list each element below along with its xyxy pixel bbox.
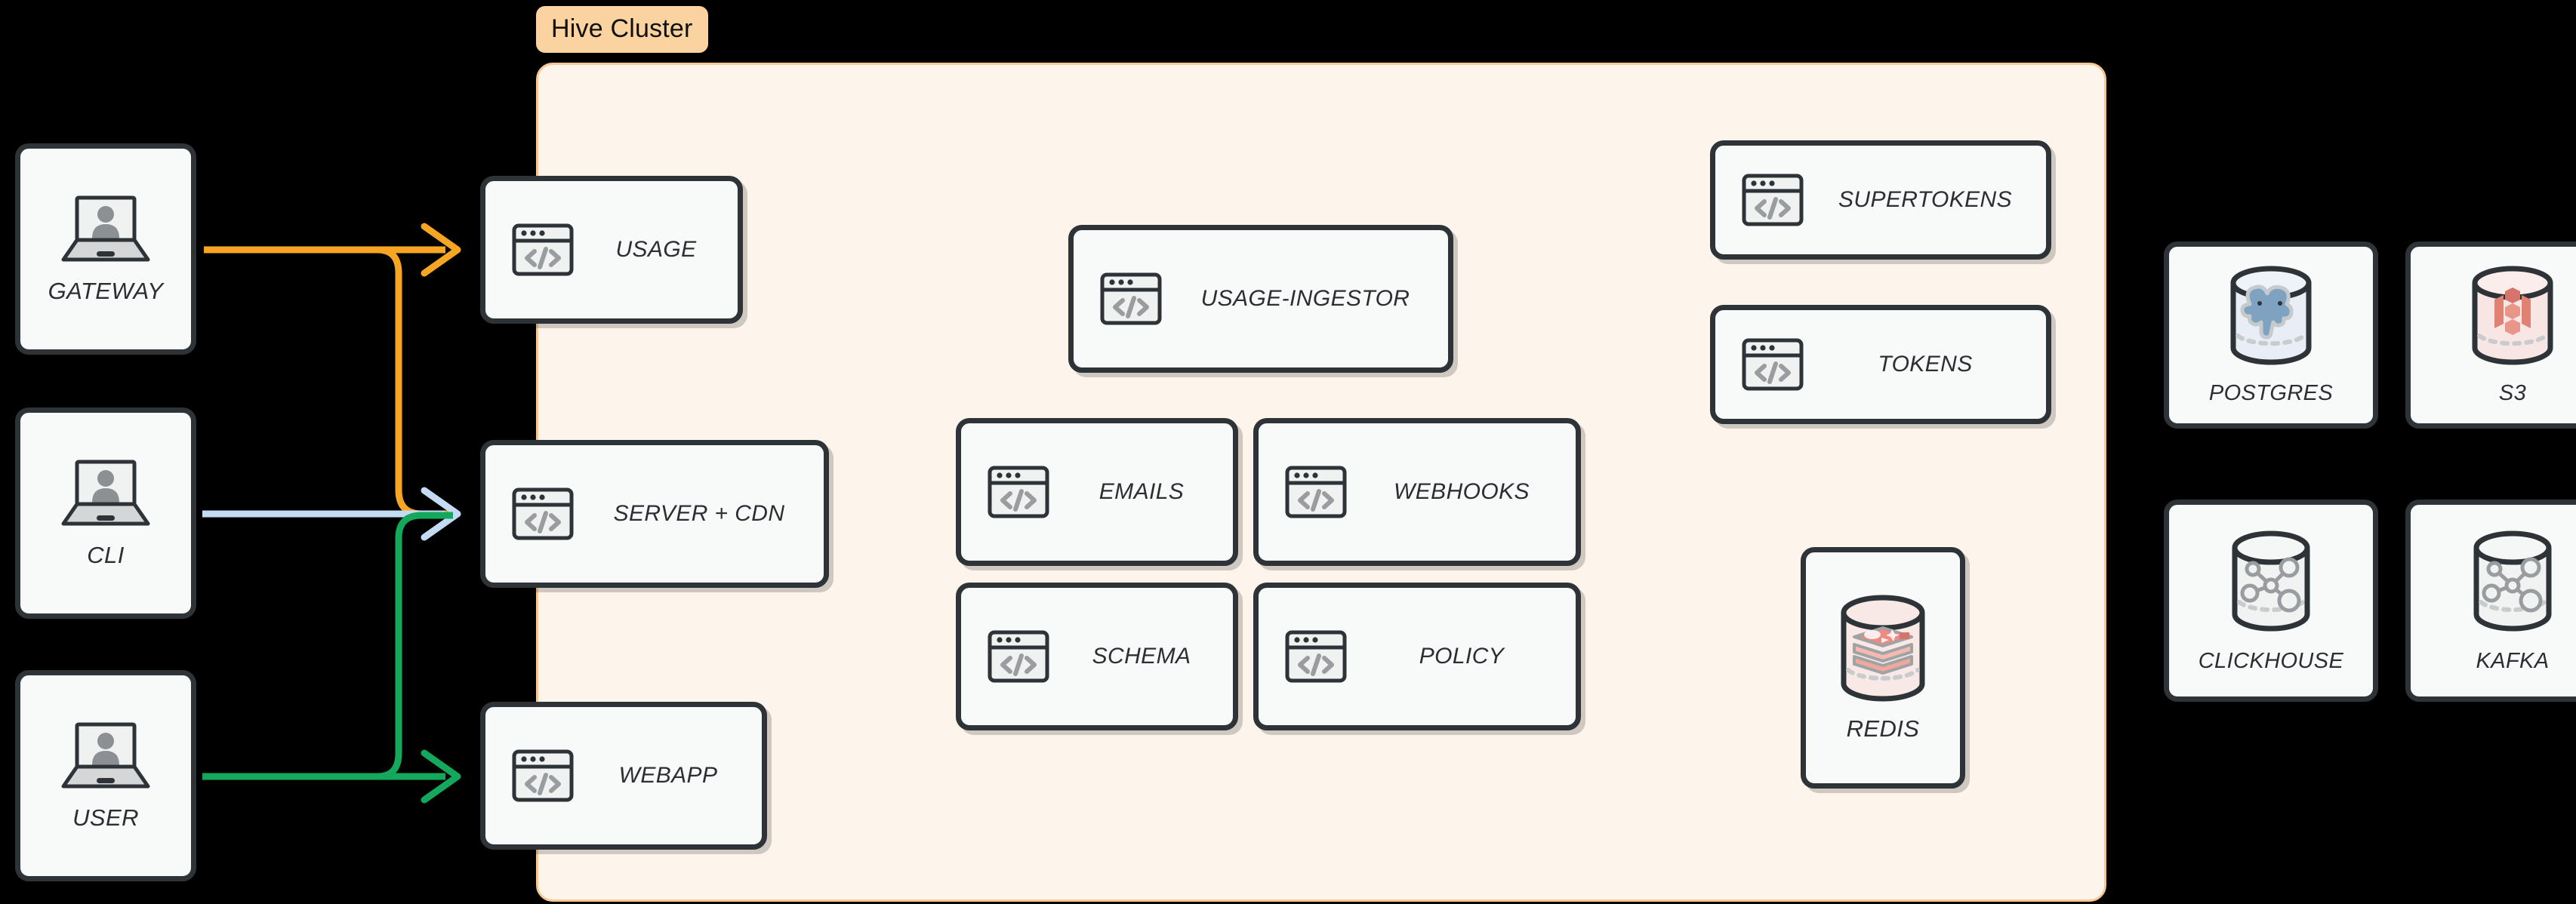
actor-node-user[interactable]: USER (15, 670, 196, 881)
datastore-node-clickhouse[interactable]: CLICKHOUSE (2164, 500, 2378, 702)
service-label-server-cdn: SERVER + CDN (613, 501, 785, 526)
actor-label-gateway: GATEWAY (48, 278, 164, 304)
service-label-webhooks: WEBHOOKS (1394, 479, 1530, 504)
actor-node-gateway[interactable]: GATEWAY (15, 143, 196, 355)
kafka-database-icon (2461, 528, 2564, 638)
laptop-user-icon (60, 720, 151, 794)
datastore-node-redis[interactable]: REDIS (1801, 547, 1965, 789)
redis-database-icon (1830, 593, 1936, 705)
service-label-emails: EMAILS (1098, 479, 1185, 504)
arrowhead-usage (421, 223, 461, 277)
datastore-node-s3[interactable]: S3 (2405, 241, 2576, 429)
code-window-icon (1099, 267, 1163, 331)
service-node-usage-ingestor[interactable]: USAGE-INGESTOR (1068, 225, 1453, 373)
actor-label-cli: CLI (87, 542, 125, 568)
code-window-icon (987, 460, 1050, 524)
datastore-label-clickhouse: CLICKHOUSE (2198, 648, 2344, 673)
datastore-label-s3: S3 (2498, 380, 2527, 405)
service-node-supertokens[interactable]: SUPERTOKENS (1710, 140, 2051, 260)
arrowhead-webapp (421, 749, 461, 804)
code-window-icon (987, 625, 1050, 688)
service-node-tokens[interactable]: TOKENS (1710, 305, 2051, 424)
code-window-icon (1741, 333, 1804, 396)
service-label-usage-ingestor: USAGE-INGESTOR (1200, 286, 1410, 311)
arrowhead-server-cdn (421, 487, 461, 541)
actor-node-cli[interactable]: CLI (15, 407, 196, 619)
service-label-usage: USAGE (615, 237, 697, 262)
datastore-node-kafka[interactable]: KAFKA (2405, 500, 2576, 702)
service-label-webapp: WEBAPP (618, 763, 718, 788)
code-window-icon (511, 218, 575, 281)
code-window-icon (1284, 625, 1348, 688)
code-window-icon (511, 744, 575, 807)
datastore-label-kafka: KAFKA (2476, 648, 2550, 673)
service-label-supertokens: SUPERTOKENS (1838, 187, 2013, 212)
service-node-server-cdn[interactable]: SERVER + CDN (480, 440, 829, 588)
hive-cluster-badge: Hive Cluster (536, 6, 708, 53)
wire-gateway-to-server-cdn (317, 246, 453, 518)
actor-label-user: USER (72, 804, 139, 831)
code-window-icon (1284, 460, 1348, 524)
wire-user-to-server-cdn (317, 512, 453, 780)
postgres-database-icon (2220, 265, 2322, 371)
service-label-policy: POLICY (1419, 644, 1505, 669)
service-node-webapp[interactable]: WEBAPP (480, 702, 767, 850)
datastore-label-redis: REDIS (1846, 715, 1920, 742)
service-node-policy[interactable]: POLICY (1253, 583, 1581, 730)
service-node-emails[interactable]: EMAILS (956, 418, 1238, 566)
clickhouse-database-icon (2220, 528, 2322, 638)
code-window-icon (511, 482, 575, 546)
code-window-icon (1741, 168, 1804, 232)
laptop-user-icon (60, 457, 151, 531)
service-label-tokens: TOKENS (1878, 352, 1973, 377)
service-node-webhooks[interactable]: WEBHOOKS (1253, 418, 1581, 566)
service-node-usage[interactable]: USAGE (480, 176, 743, 324)
datastore-node-postgres[interactable]: POSTGRES (2164, 241, 2378, 429)
service-label-schema: SCHEMA (1092, 644, 1191, 669)
laptop-user-icon (60, 193, 151, 267)
datastore-label-postgres: POSTGRES (2208, 380, 2334, 405)
service-node-schema[interactable]: SCHEMA (956, 583, 1238, 730)
s3-database-icon (2461, 265, 2564, 371)
